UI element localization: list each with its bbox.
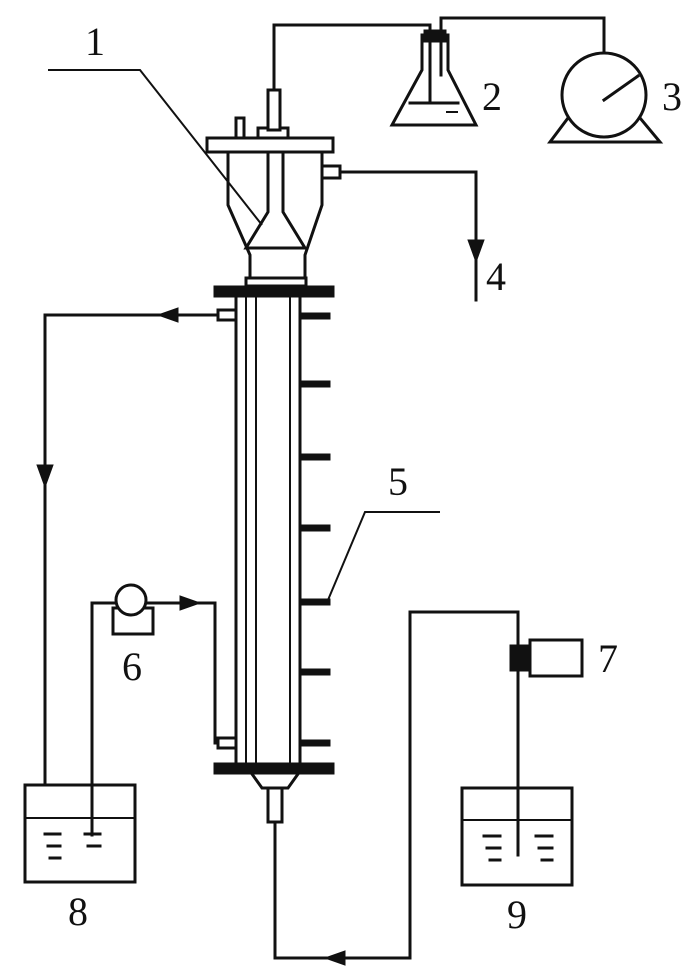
sampling-port [299,668,331,676]
sampling-ports [299,312,331,747]
flow-arrows [36,239,485,966]
recycle-pump [509,638,584,678]
feed-pump-rotor [114,583,148,617]
leader-line-1 [48,69,263,226]
leader-line-5 [327,511,440,601]
reactor-column [213,285,335,824]
label-feed-tank: 8 [68,889,88,934]
column-bottom-flange [213,762,335,775]
gas-meter-needle [601,73,641,103]
effluent-line [338,170,478,302]
label-feed-pump: 6 [122,644,142,689]
arrow-effluent-down [467,239,485,264]
feed-tank [23,783,137,884]
separator-top-flange [205,136,335,154]
gas-line-to-meter [439,16,606,55]
feed-discharge-line [144,601,220,745]
outflow-line-to-tank-8 [43,313,220,787]
arrow-tank-8-down [36,464,54,489]
column-top-flange [213,285,335,298]
recycle-pump-motor [528,638,584,678]
gas-fitting-left [234,116,246,140]
label-separator: 1 [85,19,105,64]
recycle-tank [460,786,574,887]
recycle-outlet-port [216,308,238,322]
flask-stopper [423,29,447,43]
gas-collector-cone [243,150,308,250]
arrow-feed-right [179,595,202,611]
feed-inlet-port [216,736,238,750]
sampling-port [299,312,331,320]
feed-suction-line [90,601,118,837]
arrow-outflow-left [156,307,179,323]
label-reactor-column: 5 [388,459,408,504]
label-effluent: 4 [486,254,506,299]
arrow-drain-left [323,950,346,966]
separator-neck [244,276,308,288]
feed-pump [111,583,155,636]
separator-body [226,150,324,280]
gas-meter-dial [560,51,648,139]
sampling-port [299,380,331,388]
gas-line-to-flask [272,23,432,92]
label-gas-flask: 2 [482,74,502,119]
sampling-port [299,598,331,606]
gas-flask [389,29,479,127]
drain-line-to-pump-7 [273,610,520,960]
gas-meter-base [547,115,664,144]
label-recycle-pump: 7 [598,636,618,681]
gas-meter [547,51,664,144]
recycle-pump-head [509,644,531,672]
separator-head [205,88,342,288]
flask-body [389,33,479,127]
gas-inlet-tube [266,88,282,132]
label-recycle-tank: 9 [507,892,527,937]
feed-tank-body [23,783,137,884]
sampling-port [299,524,331,532]
sampling-port [299,453,331,461]
label-gas-meter: 3 [662,74,682,119]
bottom-drain-tube [266,786,284,824]
sampling-port [299,739,331,747]
component-labels: 1 2 3 4 5 6 7 8 9 [68,19,682,937]
column-bottom-cone [249,771,301,790]
effluent-nozzle [320,164,342,180]
